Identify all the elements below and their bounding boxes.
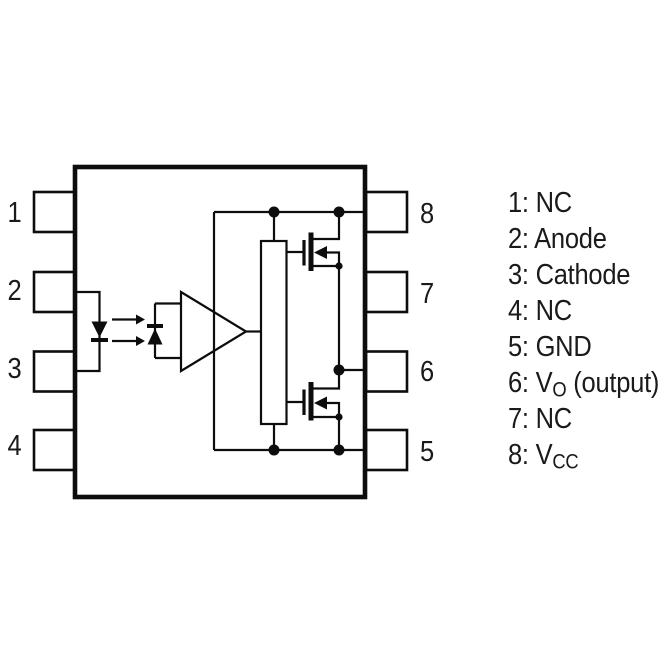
photodiode-triangle xyxy=(147,328,163,345)
legend-subscript: O xyxy=(552,378,567,402)
mosfet-drain-wire xyxy=(311,212,341,241)
mosfet-body-wire xyxy=(327,251,341,266)
pin-box-6 xyxy=(364,350,409,393)
legend-item-5: 5: GND xyxy=(508,329,592,373)
pin-box-7 xyxy=(364,270,409,314)
mosfet-body-wire xyxy=(327,401,341,417)
light-arrow-head xyxy=(136,314,145,325)
pin-boxes-left xyxy=(32,190,77,472)
pin-label-right-7: 7 xyxy=(420,278,434,310)
legend-text: 5: GND xyxy=(508,331,592,363)
junction-dot xyxy=(268,206,280,218)
legend-text: 2: Anode xyxy=(508,223,607,255)
light-arrow-head xyxy=(136,336,145,346)
junction-dots xyxy=(268,206,345,456)
legend-text: 6: V xyxy=(508,367,553,399)
legend-text: 8: V xyxy=(508,439,553,471)
legend-item-2: 2: Anode xyxy=(508,221,607,265)
legend-item-1: 1: NC xyxy=(508,185,572,229)
mosfet-body-arrow xyxy=(314,246,327,259)
pin-label-right-8: 8 xyxy=(420,198,434,230)
pin-box-8 xyxy=(364,190,409,234)
legend-text: 1: NC xyxy=(508,187,572,219)
pin-label-left-3: 3 xyxy=(7,353,22,385)
led-symbol xyxy=(91,321,108,342)
photodiode-symbol xyxy=(147,302,181,360)
pin-label-left-2: 2 xyxy=(7,275,22,307)
legend-subscript: CC xyxy=(552,450,579,474)
legend-text: 4: NC xyxy=(508,295,572,327)
pin-box-5 xyxy=(364,428,409,472)
led-triangle xyxy=(91,321,108,338)
mosfet-high-side xyxy=(286,212,343,370)
pin-box-3 xyxy=(32,350,77,393)
pin-box-1 xyxy=(32,190,77,234)
pin-box-2 xyxy=(32,270,77,314)
output-node-dot xyxy=(333,364,345,376)
legend-item-6: 6: VO (output) xyxy=(508,365,659,409)
junction-dot xyxy=(268,444,280,456)
light-arrows-icon xyxy=(112,314,145,346)
pin-box-4 xyxy=(32,428,77,472)
pin-label-right-6: 6 xyxy=(420,356,434,388)
package-outline xyxy=(72,164,368,500)
legend-item-3: 3: Cathode xyxy=(508,257,630,301)
pin-boxes-right xyxy=(364,190,409,472)
legend-text: 7: NC xyxy=(508,403,572,435)
legend-text: (output) xyxy=(566,367,660,399)
amplifier-symbol xyxy=(179,290,261,373)
legend-item-7: 7: NC xyxy=(508,401,572,445)
mosfet-drain-wire xyxy=(311,370,341,390)
driver-block xyxy=(259,212,288,450)
legend-item-8: 8: VCC xyxy=(508,437,579,481)
mosfet-low-side xyxy=(286,370,343,450)
pin-label-left-1: 1 xyxy=(7,197,22,229)
input-bracket xyxy=(75,290,101,373)
pin-label-right-5: 5 xyxy=(420,436,434,468)
pin-label-left-4: 4 xyxy=(7,430,22,462)
mosfet-body-arrow xyxy=(314,396,327,410)
legend-item-4: 4: NC xyxy=(508,293,572,337)
junction-dot xyxy=(333,206,345,218)
legend-text: 3: Cathode xyxy=(508,259,631,291)
driver-block-box xyxy=(259,239,288,426)
junction-dot xyxy=(333,444,345,456)
